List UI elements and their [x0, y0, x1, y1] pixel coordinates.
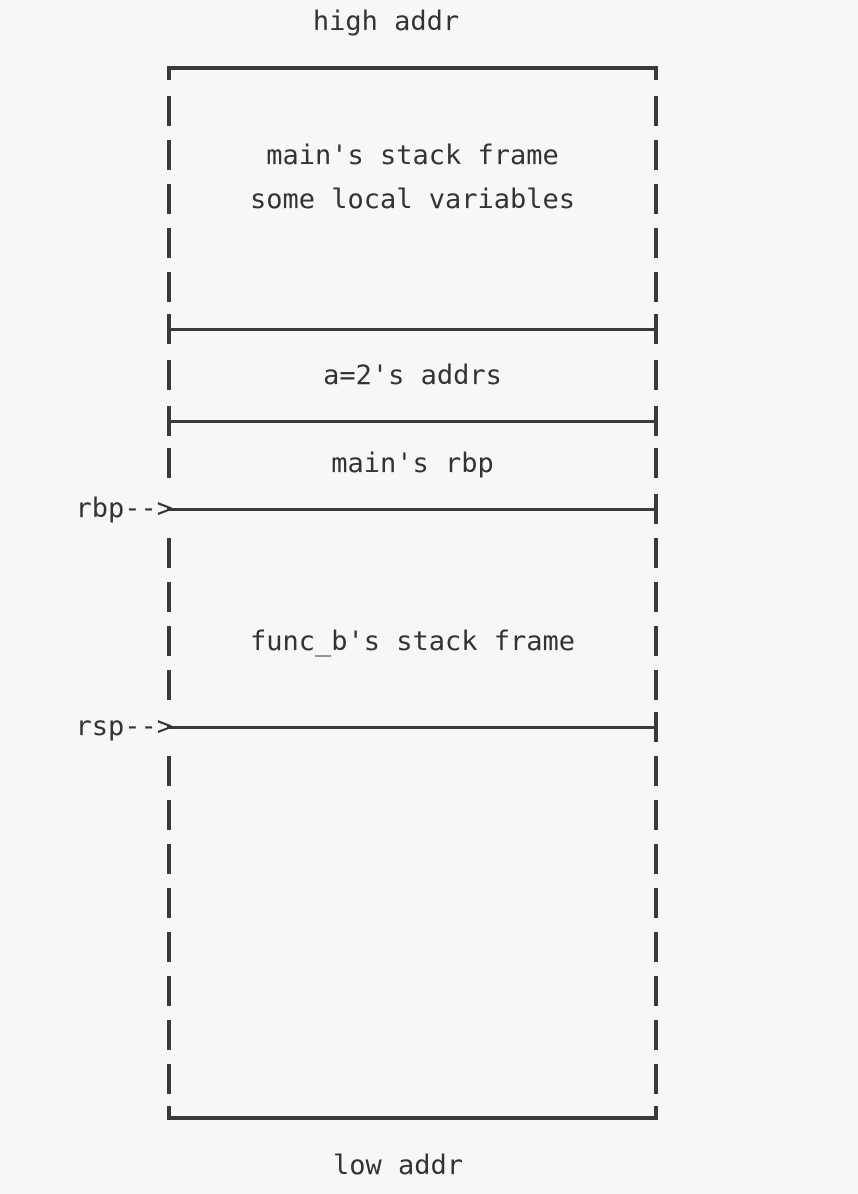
side-stroke-right: [654, 360, 658, 390]
side-stroke-right: [654, 538, 658, 568]
side-stroke-right: [654, 670, 658, 700]
corner-nub-bottom-right: [654, 1106, 658, 1120]
func-b-stack-frame-label: func_b's stack frame: [249, 626, 576, 657]
separator-above-a-addrs: [167, 328, 658, 331]
side-stroke-right: [654, 140, 658, 170]
side-stroke-right: [654, 844, 658, 874]
side-stroke-right: [654, 932, 658, 962]
side-stroke-left: [167, 1064, 171, 1094]
separator-above-main-rbp: [167, 420, 658, 423]
side-stroke-right: [654, 228, 658, 258]
sep1-nub-right: [654, 314, 658, 328]
side-stroke-left: [167, 96, 171, 126]
side-stroke-left: [167, 538, 171, 568]
side-stroke-right: [654, 582, 658, 612]
side-stroke-left: [167, 800, 171, 830]
side-stroke-left: [167, 1020, 171, 1050]
side-stroke-right: [654, 976, 658, 1006]
stack-box: main's stack frame some local variables …: [167, 66, 658, 1120]
sep1-nub-left: [167, 330, 171, 344]
rsp-separator-line: [167, 726, 658, 729]
side-stroke-right: [654, 626, 658, 656]
sep2-nub-left: [167, 422, 171, 436]
side-stroke-right: [654, 888, 658, 918]
rsp-pointer-label: rsp-->: [75, 711, 173, 742]
corner-nub-top-left: [167, 66, 171, 80]
side-stroke-left: [167, 670, 171, 700]
sep2-nub-right: [654, 406, 658, 420]
side-stroke-right: [654, 1064, 658, 1094]
rsp-nub-right: [654, 728, 658, 742]
a-addrs-label: a=2's addrs: [323, 360, 502, 391]
side-stroke-left: [167, 272, 171, 302]
side-stroke-left: [167, 448, 171, 478]
rbp-pointer-label: rbp-->: [75, 493, 173, 524]
side-stroke-left: [167, 888, 171, 918]
side-stroke-right: [654, 448, 658, 478]
sep2-nub-left: [167, 406, 171, 420]
sep1-nub-left: [167, 314, 171, 328]
side-stroke-right: [654, 756, 658, 786]
some-local-variables-label: some local variables: [249, 184, 576, 215]
side-stroke-left: [167, 360, 171, 390]
rbp-separator-line: [167, 508, 658, 511]
side-stroke-left: [167, 932, 171, 962]
main-rbp-label: main's rbp: [331, 448, 494, 479]
side-stroke-right: [654, 184, 658, 214]
box-top-border: [167, 66, 658, 70]
box-bottom-border: [167, 1116, 658, 1120]
side-stroke-left: [167, 582, 171, 612]
sep2-nub-right: [654, 422, 658, 436]
side-stroke-left: [167, 228, 171, 258]
sep1-nub-right: [654, 330, 658, 344]
side-stroke-right: [654, 1020, 658, 1050]
side-stroke-left: [167, 756, 171, 786]
side-stroke-right: [654, 800, 658, 830]
side-stroke-left: [167, 844, 171, 874]
side-stroke-left: [167, 140, 171, 170]
low-addr-label: low addr: [332, 1150, 464, 1181]
side-stroke-left: [167, 976, 171, 1006]
high-addr-label: high addr: [312, 6, 460, 37]
corner-nub-bottom-left: [167, 1106, 171, 1120]
side-stroke-right: [654, 96, 658, 126]
rbp-nub-right: [654, 494, 658, 508]
rsp-nub-right: [654, 712, 658, 726]
main-stack-frame-label: main's stack frame: [266, 140, 559, 171]
side-stroke-left: [167, 184, 171, 214]
rbp-nub-right: [654, 510, 658, 524]
side-stroke-right: [654, 272, 658, 302]
corner-nub-top-right: [654, 66, 658, 80]
side-stroke-left: [167, 626, 171, 656]
